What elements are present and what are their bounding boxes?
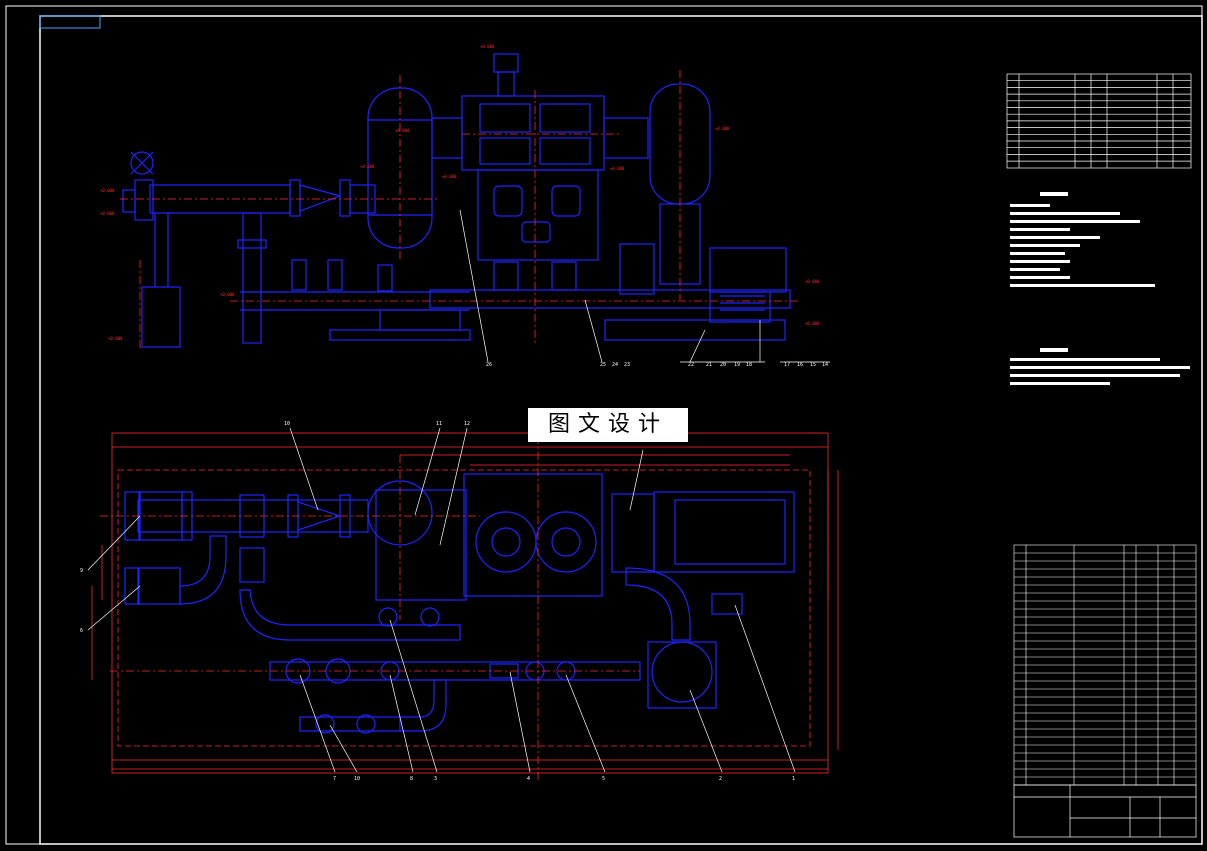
- plan-callout: 10: [284, 421, 290, 427]
- plan-dimensions: [91, 420, 839, 780]
- svg-text:+0.000: +0.000: [108, 336, 123, 341]
- elevation-callout: 20: [720, 362, 726, 368]
- elevation-callout: 24: [612, 362, 618, 368]
- elevation-callout: 21: [706, 362, 712, 368]
- elevation-callout: 25: [600, 362, 606, 368]
- elevation-callout-labels: 26 25 24 23 22 21 20 19 18 17 16 15 14: [486, 362, 828, 368]
- plan-callout: 4: [527, 776, 530, 782]
- elevation-callout: 22: [688, 362, 694, 368]
- elevation-dimensions: +0.000 +0.000 +0.000 +0.000 +0.000 +0.000 +…: [100, 44, 820, 341]
- elevation-callout: 18: [746, 362, 752, 368]
- title-block: [1013, 784, 1197, 838]
- plan-leaders: [87, 427, 796, 773]
- svg-text:+0.000: +0.000: [220, 292, 235, 297]
- svg-text:+0.000: +0.000: [360, 164, 375, 169]
- svg-text:+0.000: +0.000: [395, 128, 410, 133]
- elevation-centerlines: [120, 70, 800, 350]
- svg-text:+0.000: +0.000: [480, 44, 495, 49]
- parts-list: [1013, 544, 1197, 786]
- svg-text:+0.000: +0.000: [100, 188, 115, 193]
- plan-callout: 6: [80, 628, 83, 634]
- plan-callout: 11: [436, 421, 442, 427]
- svg-text:+0.000: +0.000: [805, 321, 820, 326]
- svg-text:+0.000: +0.000: [805, 279, 820, 284]
- elevation-view: [122, 53, 791, 348]
- plan-callout: 5: [602, 776, 605, 782]
- plan-callout: 8: [410, 776, 413, 782]
- drawing-frame: [5, 5, 1203, 845]
- plan-callout: 3: [434, 776, 437, 782]
- plan-callout: 12: [464, 421, 470, 427]
- svg-text:+0.000: +0.000: [715, 126, 730, 131]
- elevation-callout: 15: [810, 362, 816, 368]
- plan-callout: 1: [792, 776, 795, 782]
- plan-callout: 9: [80, 568, 83, 574]
- plan-callout: 7: [333, 776, 336, 782]
- elevation-callout: 14: [822, 362, 828, 368]
- plan-callout: 2: [719, 776, 722, 782]
- elevation-callout: 17: [784, 362, 790, 368]
- elevation-callout: 26: [486, 362, 492, 368]
- elevation-callout: 23: [624, 362, 630, 368]
- plan-callout: 10: [354, 776, 360, 782]
- svg-text:+0.000: +0.000: [610, 166, 625, 171]
- elevation-callout: 16: [797, 362, 803, 368]
- technical-notes: [1010, 192, 1190, 385]
- nozzle-table: [1006, 73, 1192, 169]
- svg-text:+0.000: +0.000: [442, 174, 457, 179]
- svg-text:+0.000: +0.000: [100, 211, 115, 216]
- plan-callout-labels: 10 11 12 7 10 8 3 4 5 2 1 9 6: [80, 421, 795, 782]
- elevation-leaders: [459, 209, 830, 363]
- elevation-callout: 19: [734, 362, 740, 368]
- handwheel-icon: [130, 151, 154, 175]
- watermark-label: 图文设计: [528, 408, 688, 442]
